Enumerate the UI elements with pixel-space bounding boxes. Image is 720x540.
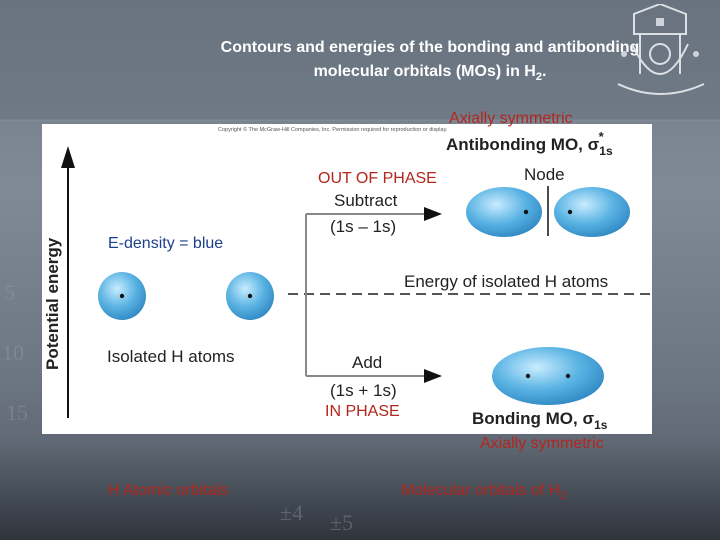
isolated-atoms-label: Isolated H atoms	[107, 347, 235, 366]
university-logo-icon	[617, 4, 705, 95]
molecular-orbitals-subscript: 2	[560, 490, 567, 503]
y-axis-label: Potential energy	[43, 237, 62, 370]
svg-text:5: 5	[4, 280, 15, 305]
title-line-2: molecular orbitals (MOs) in H	[313, 63, 536, 80]
molecular-orbitals-text: Molecular orbitals of H	[401, 482, 561, 499]
antibonding-lobe-left	[466, 187, 542, 237]
subtract-label: Subtract	[334, 191, 398, 210]
subtract-expression: (1s – 1s)	[330, 217, 396, 236]
nucleus-dot	[247, 293, 253, 299]
molecular-orbitals-caption: Molecular orbitals of H2	[401, 482, 566, 502]
add-arrow-icon	[424, 369, 442, 383]
antibonding-lobe-right	[554, 187, 630, 237]
isolated-energy-label: Energy of isolated H atoms	[404, 272, 608, 291]
out-of-phase-label: OUT OF PHASE	[318, 170, 437, 187]
svg-text:15: 15	[6, 400, 28, 425]
axially-symmetric-bottom: Axially symmetric	[480, 435, 604, 452]
svg-text:10: 10	[2, 340, 24, 365]
subtract-arrow-icon	[424, 207, 442, 221]
h-atomic-orbitals-caption: H Atomic orbitals	[108, 482, 229, 499]
add-label: Add	[352, 353, 382, 372]
nucleus-dot	[119, 293, 125, 299]
add-expression: (1s + 1s)	[330, 381, 397, 400]
svg-text:±5: ±5	[330, 510, 353, 535]
slide-title: Contours and energies of the bonding and…	[150, 36, 710, 89]
bonding-label: Bonding MO, σ1s	[472, 409, 608, 432]
title-subscript: 2	[535, 71, 542, 84]
bonding-orbital	[492, 347, 604, 405]
node-label: Node	[524, 165, 565, 184]
energy-axis-arrow-icon	[61, 146, 75, 168]
edensity-label: E-density = blue	[108, 235, 224, 252]
nucleus-dot	[565, 373, 571, 379]
antibonding-label: Antibonding MO, σ1s*	[446, 129, 613, 158]
in-phase-label: IN PHASE	[325, 403, 400, 420]
title-line-1: Contours and energies of the bonding and…	[220, 39, 640, 56]
nucleus-dot	[523, 209, 529, 215]
nucleus-dot	[525, 373, 531, 379]
axially-symmetric-top: Axially symmetric	[449, 110, 573, 127]
nucleus-dot	[567, 209, 573, 215]
copyright-text: Copyright © The McGraw-Hill Companies, I…	[218, 126, 448, 133]
mo-diagram: Copyright © The McGraw-Hill Companies, I…	[43, 126, 652, 432]
mo-diagram-panel: Copyright © The McGraw-Hill Companies, I…	[42, 124, 652, 434]
svg-text:±4: ±4	[280, 500, 303, 525]
title-line-2-end: .	[541, 63, 547, 80]
